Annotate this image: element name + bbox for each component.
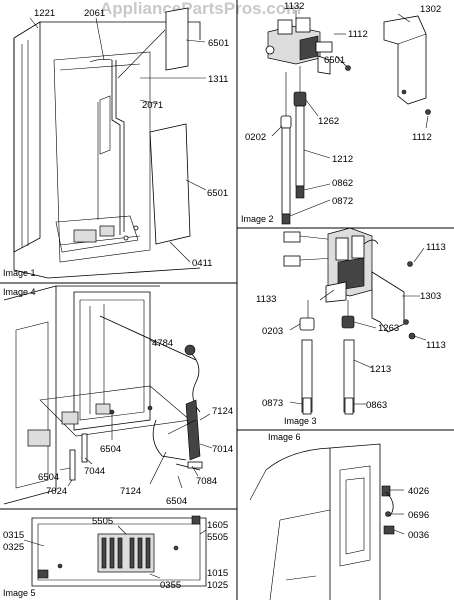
panel-title: Image 1 <box>3 268 36 278</box>
part-label: 0355 <box>160 580 181 591</box>
part-label: 4026 <box>408 486 429 497</box>
part-label: 1302 <box>420 4 441 15</box>
part-label: 1112 <box>412 132 432 143</box>
part-label: 0862 <box>332 178 353 189</box>
part-label: 5505 <box>92 516 113 527</box>
watermark: AppliancePartsPros.com <box>100 0 301 18</box>
part-label: 0036 <box>408 530 429 541</box>
image5-labels: 5505 1605 5505 0315 0325 1015 1025 0355 … <box>3 516 228 598</box>
image2-drawing <box>265 10 431 225</box>
part-label: 0872 <box>332 196 353 207</box>
image4-labels: Image 4 4784 7124 7014 6504 6504 7044 70… <box>3 287 233 507</box>
part-label: 0203 <box>262 326 283 337</box>
part-label: 6501 <box>324 55 345 66</box>
part-label: 0873 <box>262 398 283 409</box>
grille-bars <box>101 537 151 569</box>
part-label: 1132 <box>284 1 304 12</box>
part-label: 7124 <box>212 406 233 417</box>
part-label: 5505 <box>207 532 228 543</box>
part-label: 7124 <box>120 486 141 497</box>
panel-title: Image 4 <box>3 287 36 297</box>
part-label: 0315 <box>3 530 24 541</box>
part-label: 6501 <box>208 38 229 49</box>
part-label: 7084 <box>196 476 217 487</box>
part-label: 1113 <box>426 242 446 253</box>
part-label: 1133 <box>256 294 276 305</box>
part-label: 2061 <box>84 8 105 19</box>
image1-drawing <box>13 7 207 279</box>
part-label: 1311 <box>208 74 228 85</box>
part-label: 1262 <box>318 116 339 127</box>
part-label: 0696 <box>408 510 429 521</box>
part-label: 1112 <box>348 29 368 40</box>
part-label: 7014 <box>212 444 233 455</box>
image1-labels: 1221 2061 6501 1311 2071 6501 0411 Image… <box>3 8 229 278</box>
part-label: 1212 <box>332 154 353 165</box>
image6-drawing <box>249 443 405 600</box>
part-label: 6504 <box>166 496 187 507</box>
image6-labels: Image 6 4026 0696 0036 <box>268 432 429 541</box>
part-label: 1113 <box>426 340 446 351</box>
panel-title: Image 3 <box>284 416 317 426</box>
part-label: 6504 <box>38 472 59 483</box>
image3-drawing <box>283 227 427 415</box>
part-label: 0325 <box>3 542 24 553</box>
part-label: 0411 <box>192 258 212 269</box>
image4-drawing <box>3 285 213 505</box>
part-label: 0863 <box>366 400 387 411</box>
part-label: 1221 <box>34 8 55 19</box>
part-label: 6504 <box>100 444 121 455</box>
part-label: 1605 <box>207 520 228 531</box>
image2-labels: 1132 1302 1112 6501 1262 0202 1212 1112 … <box>241 1 441 224</box>
panel-title: Image 6 <box>268 432 301 442</box>
part-label: 7024 <box>46 486 67 497</box>
part-label: 6501 <box>207 188 228 199</box>
part-label: 1015 <box>207 568 228 579</box>
part-label: 2071 <box>142 100 163 111</box>
image3-labels: 1113 1303 1133 0203 1263 1113 1213 0873 … <box>256 242 446 426</box>
part-label: 1213 <box>370 364 391 375</box>
part-label: 1263 <box>378 323 399 334</box>
part-label: 1303 <box>420 291 441 302</box>
part-label: 0202 <box>245 132 266 143</box>
panel-title: Image 2 <box>241 214 274 224</box>
part-label: 4784 <box>152 338 173 349</box>
image5-drawing <box>23 515 207 587</box>
part-label: 1025 <box>207 580 228 591</box>
part-label: 7044 <box>84 466 105 477</box>
panel-title: Image 5 <box>3 588 36 598</box>
